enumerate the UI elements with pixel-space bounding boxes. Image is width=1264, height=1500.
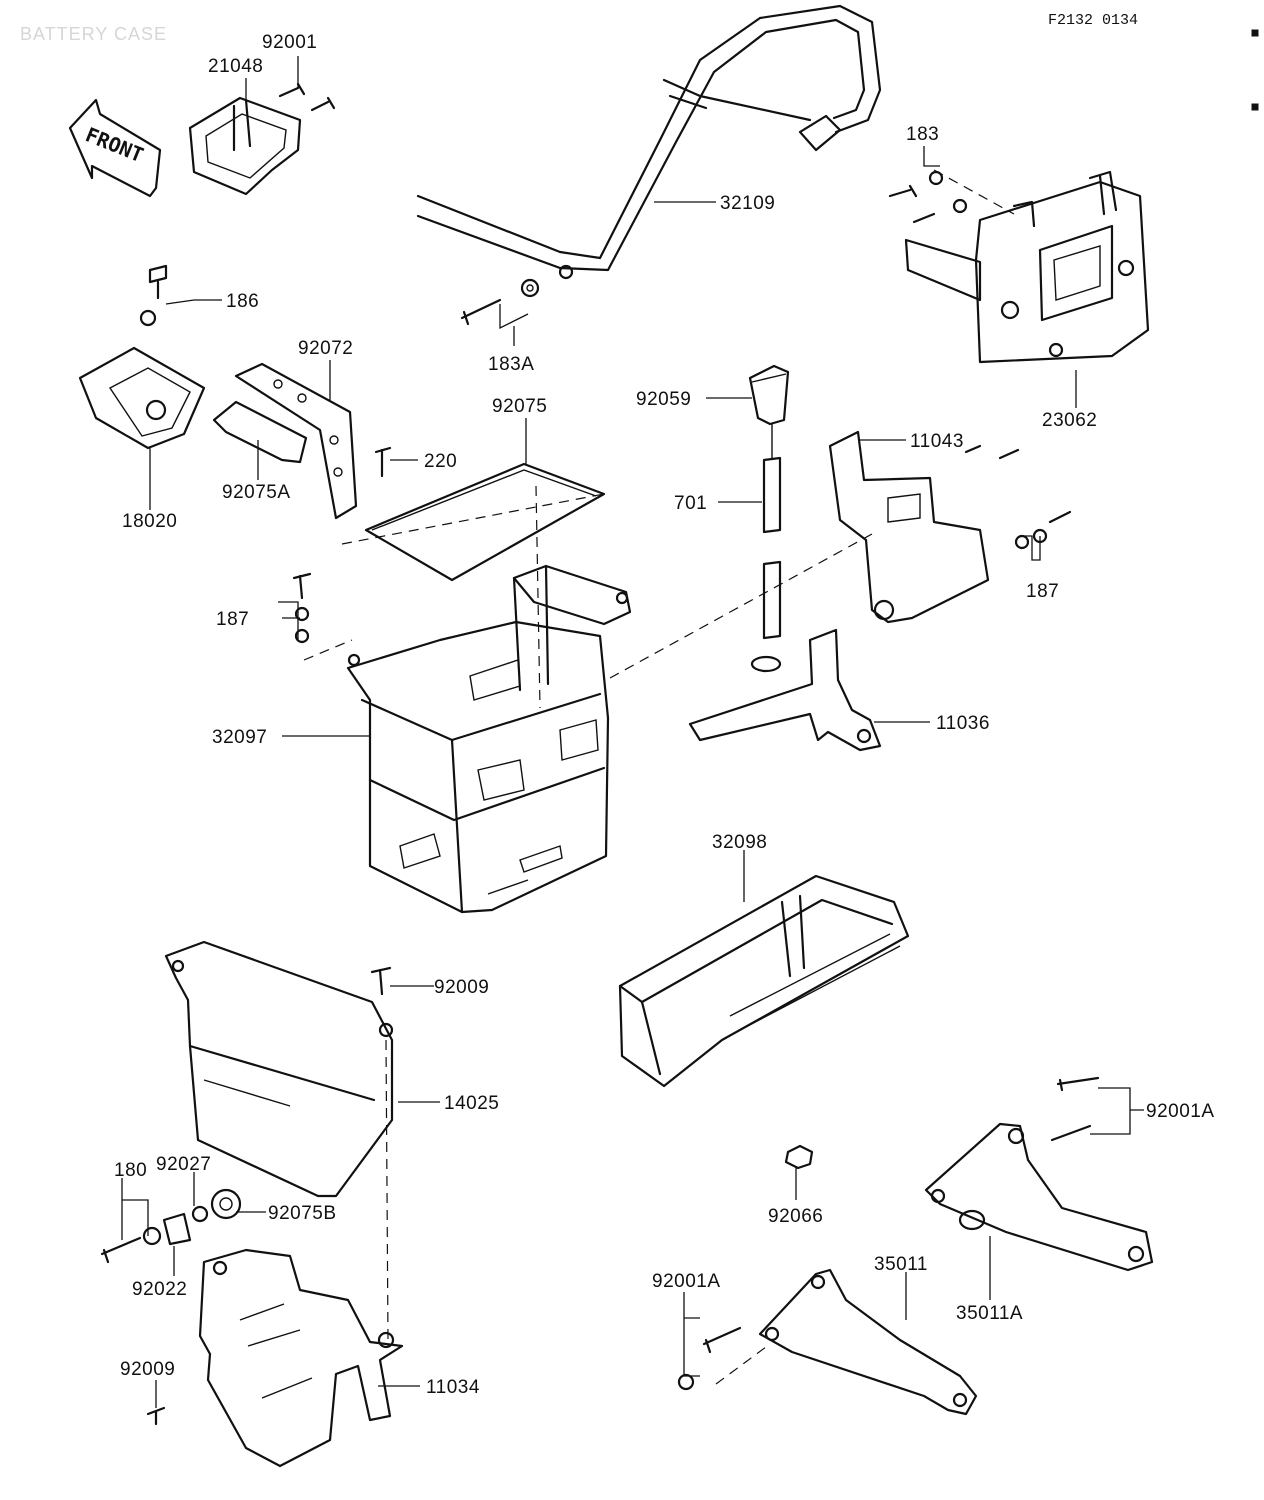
label-11043: 11043: [910, 431, 964, 452]
part-35011A-bracket: [924, 1076, 1154, 1272]
label-92001A-upper: 92001A: [1146, 1101, 1215, 1122]
label-187-left: 187: [216, 609, 249, 630]
part-183A-bolt: [460, 278, 540, 326]
label-92075: 92075: [492, 396, 547, 417]
label-35011A: 35011A: [956, 1303, 1023, 1324]
part-92001-screws: [278, 82, 336, 112]
part-23062-bracket: [904, 170, 1150, 364]
label-18020: 18020: [122, 511, 177, 532]
part-92075-sheet: [364, 462, 606, 582]
label-92066: 92066: [768, 1206, 823, 1227]
front-arrow-icon: FRONT: [68, 98, 162, 198]
label-92027: 92027: [156, 1154, 211, 1175]
label-701: 701: [674, 493, 707, 514]
part-92022-collar: [162, 1212, 192, 1246]
label-220: 220: [424, 451, 457, 472]
part-11034-bracket: [198, 1248, 404, 1468]
part-32109-handle-bar: [416, 4, 882, 280]
label-92009-top: 92009: [434, 977, 489, 998]
figure-code: F2132 0134: [1048, 12, 1138, 29]
part-21048-plate: [188, 96, 302, 196]
part-92027-spacer: [191, 1205, 209, 1223]
label-92059: 92059: [636, 389, 691, 410]
part-180-bolt: [100, 1226, 162, 1264]
part-92072-strip: [234, 362, 358, 520]
label-186: 186: [226, 291, 259, 312]
part-183-bolts: [888, 170, 968, 224]
label-35011: 35011: [874, 1254, 928, 1275]
part-92009-screw-top: [370, 966, 392, 996]
label-23062: 23062: [1042, 410, 1097, 431]
part-11036-bracket: [688, 628, 882, 752]
label-92075B: 92075B: [268, 1203, 337, 1224]
label-32097: 32097: [212, 727, 267, 748]
label-92001: 92001: [262, 32, 317, 53]
part-92075A-pad: [212, 400, 308, 464]
label-14025: 14025: [444, 1093, 499, 1114]
diagram-title: BATTERY CASE: [20, 24, 167, 44]
label-11036: 11036: [936, 713, 990, 734]
label-11034: 11034: [426, 1377, 480, 1398]
part-11043-bracket: [828, 430, 1072, 624]
part-35011-bracket: [758, 1268, 978, 1416]
label-92075A: 92075A: [222, 482, 291, 503]
part-220-screw: [374, 446, 392, 478]
part-32097-battery-case: [346, 564, 632, 914]
label-183: 183: [906, 124, 939, 145]
label-32098: 32098: [712, 832, 767, 853]
label-32109: 32109: [720, 193, 775, 214]
leader-lines: [121, 56, 1144, 1408]
label-92001A-lower: 92001A: [652, 1271, 721, 1292]
front-arrow-label: FRONT: [82, 122, 147, 167]
part-18020-cover: [78, 346, 206, 450]
part-92009-screw-bottom: [146, 1406, 166, 1426]
label-92022: 92022: [132, 1279, 187, 1300]
part-187-screw-left: [292, 572, 312, 644]
part-32098-tray: [618, 874, 910, 1088]
part-14025-cover: [164, 940, 394, 1198]
part-701-tube: [762, 424, 782, 640]
label-21048: 21048: [208, 56, 263, 77]
alignment-lines: [303, 169, 1015, 1385]
label-180: 180: [114, 1160, 147, 1181]
label-92072: 92072: [298, 338, 353, 359]
margin-mark: [1251, 29, 1259, 37]
part-92059-cap: [748, 364, 790, 426]
part-labels: 92001 21048 32109 183 186 92072 183A 230…: [114, 32, 1215, 1398]
label-183A: 183A: [488, 354, 534, 375]
label-92009-bottom: 92009: [120, 1359, 175, 1380]
margin-mark: [1251, 103, 1259, 111]
label-187-right: 187: [1026, 581, 1059, 602]
part-92066-nut: [784, 1144, 814, 1170]
part-92075B-grommet: [210, 1188, 242, 1220]
part-92001A-bolt-lower: [677, 1326, 742, 1391]
part-186-bolt: [139, 264, 168, 327]
